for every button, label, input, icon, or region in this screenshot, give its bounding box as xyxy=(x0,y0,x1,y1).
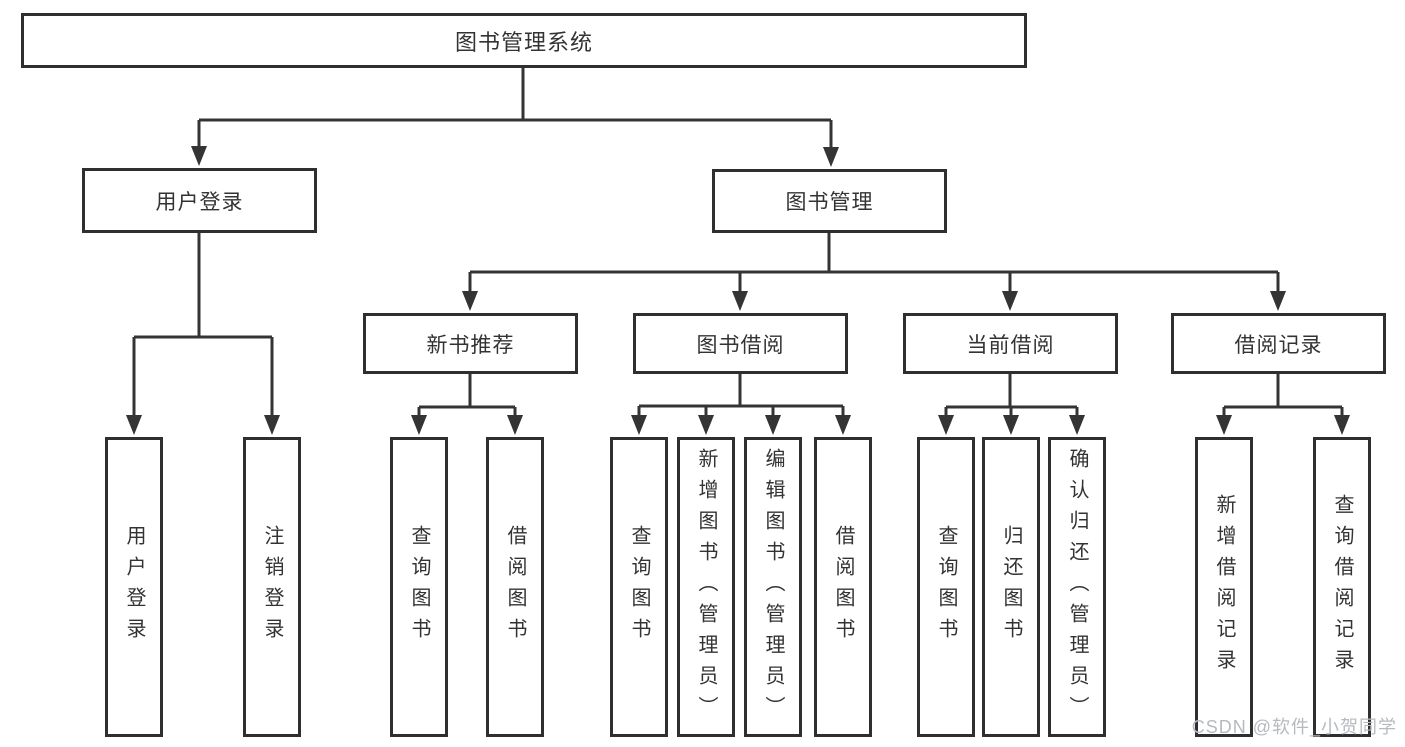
node-query-borrow-record: 查询借阅记录 xyxy=(1313,437,1371,737)
arrowhead-icon xyxy=(732,291,748,311)
node-label: 借阅图书 xyxy=(504,525,526,649)
arrowhead-icon xyxy=(126,415,142,435)
node-new-book-recommend: 新书推荐 xyxy=(363,313,578,374)
node-label: 新增图书（管理员） xyxy=(695,447,717,727)
node-label: 新书推荐 xyxy=(426,333,515,357)
node-label: 借阅图书 xyxy=(832,525,854,649)
arrowhead-icon xyxy=(1002,291,1018,311)
csdn-watermark: CSDN @软件_小贺同学 xyxy=(1191,717,1397,737)
arrowhead-icon xyxy=(835,415,851,435)
node-label: 当前借阅 xyxy=(966,333,1055,357)
node-query-books: 查询图书 xyxy=(610,437,668,737)
node-label: 查询图书 xyxy=(628,525,650,649)
arrowhead-icon xyxy=(938,415,954,435)
arrowhead-icon xyxy=(631,415,647,435)
node-book-management: 图书管理 xyxy=(712,169,947,233)
node-label: 新增借阅记录 xyxy=(1213,494,1235,680)
node-borrow-book: 借阅图书 xyxy=(486,437,544,737)
arrowhead-icon xyxy=(1334,415,1350,435)
node-current-borrow: 当前借阅 xyxy=(903,313,1118,374)
node-confirm-return-admin: 确认归还（管理员） xyxy=(1048,437,1106,737)
node-label: 查询图书 xyxy=(935,525,957,649)
arrowhead-icon xyxy=(765,415,781,435)
node-return-book: 归还图书 xyxy=(982,437,1040,737)
node-book-borrow: 图书借阅 xyxy=(633,313,848,374)
arrowhead-icon xyxy=(823,147,839,167)
node-borrow-book: 借阅图书 xyxy=(814,437,872,737)
arrowhead-icon xyxy=(507,415,523,435)
node-query-books: 查询图书 xyxy=(390,437,448,737)
arrowhead-icon xyxy=(264,415,280,435)
node-label: 确认归还（管理员） xyxy=(1066,447,1088,727)
arrowhead-icon xyxy=(191,146,207,166)
arrowhead-icon xyxy=(462,291,478,311)
node-label: 图书管理 xyxy=(785,191,874,214)
node-add-borrow-record: 新增借阅记录 xyxy=(1195,437,1253,737)
arrowhead-icon xyxy=(411,415,427,435)
node-add-book-admin: 新增图书（管理员） xyxy=(677,437,735,737)
node-logout: 注销登录 xyxy=(243,437,301,737)
arrowhead-icon xyxy=(698,415,714,435)
node-label: 图书借阅 xyxy=(696,333,785,357)
node-user-login: 用户登录 xyxy=(82,168,317,233)
node-edit-book-admin: 编辑图书（管理员） xyxy=(744,437,802,737)
arrowhead-icon xyxy=(1069,415,1085,435)
node-label: 借阅记录 xyxy=(1234,333,1323,357)
node-borrow-records: 借阅记录 xyxy=(1171,313,1386,374)
node-user-login-leaf: 用户登录 xyxy=(105,437,163,737)
arrowhead-icon xyxy=(1216,415,1232,435)
node-label: 用户登录 xyxy=(155,190,244,214)
node-label: 注销登录 xyxy=(261,525,283,649)
node-label: 编辑图书（管理员） xyxy=(762,447,784,727)
node-label: 查询借阅记录 xyxy=(1331,494,1353,680)
arrowhead-icon xyxy=(1270,291,1286,311)
node-label: 用户登录 xyxy=(123,525,145,649)
node-label: 图书管理系统 xyxy=(454,29,593,55)
node-query-books: 查询图书 xyxy=(917,437,975,737)
arrowhead-icon xyxy=(1003,415,1019,435)
node-label: 查询图书 xyxy=(408,525,430,649)
node-label: 归还图书 xyxy=(1000,525,1022,649)
node-root-system: 图书管理系统 xyxy=(21,13,1027,68)
